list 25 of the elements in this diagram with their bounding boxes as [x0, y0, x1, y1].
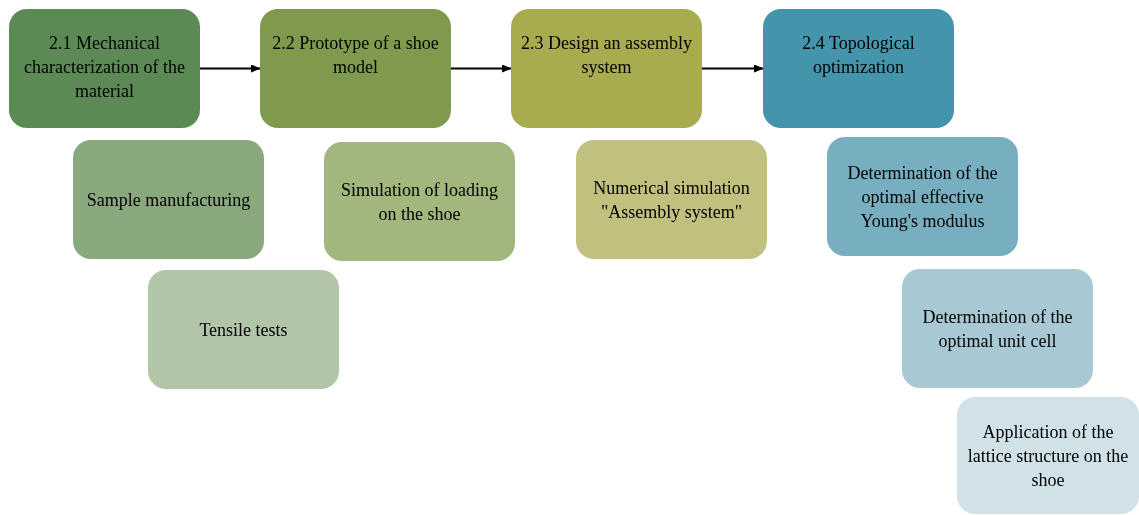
box-text: Simulation of loading on the shoe [340, 178, 499, 226]
process-box [957, 397, 1139, 514]
process-box [827, 137, 1018, 256]
box-text: Determination of the optimal unit cell [921, 305, 1074, 353]
box-text: Determination of the optimal effective Young's modulus [846, 161, 999, 233]
process-box [9, 9, 200, 128]
box-text: Sample manufacturing [86, 188, 251, 212]
arrow [199, 64, 261, 73]
process-box [73, 140, 264, 259]
box-text: Numerical simulation "Assembly system" [592, 176, 751, 224]
process-box [576, 140, 767, 259]
box-text: 2.3 Design an assembly system [520, 32, 693, 79]
process-box [763, 9, 954, 128]
arrow [701, 64, 764, 73]
box-text: 2.2 Prototype of a shoe model [271, 32, 440, 79]
process-box [260, 9, 451, 128]
box-text: 2.4 Topological optimization [801, 32, 916, 79]
process-box [324, 142, 515, 261]
process-box [148, 270, 339, 389]
box-text: Application of the lattice structure on the shoe [966, 420, 1130, 492]
arrow [450, 64, 512, 73]
process-box [511, 9, 702, 128]
box-text: Tensile tests [199, 318, 288, 342]
box-text: 2.1 Mechanical characterization of the material [23, 32, 186, 103]
process-box [902, 269, 1093, 388]
